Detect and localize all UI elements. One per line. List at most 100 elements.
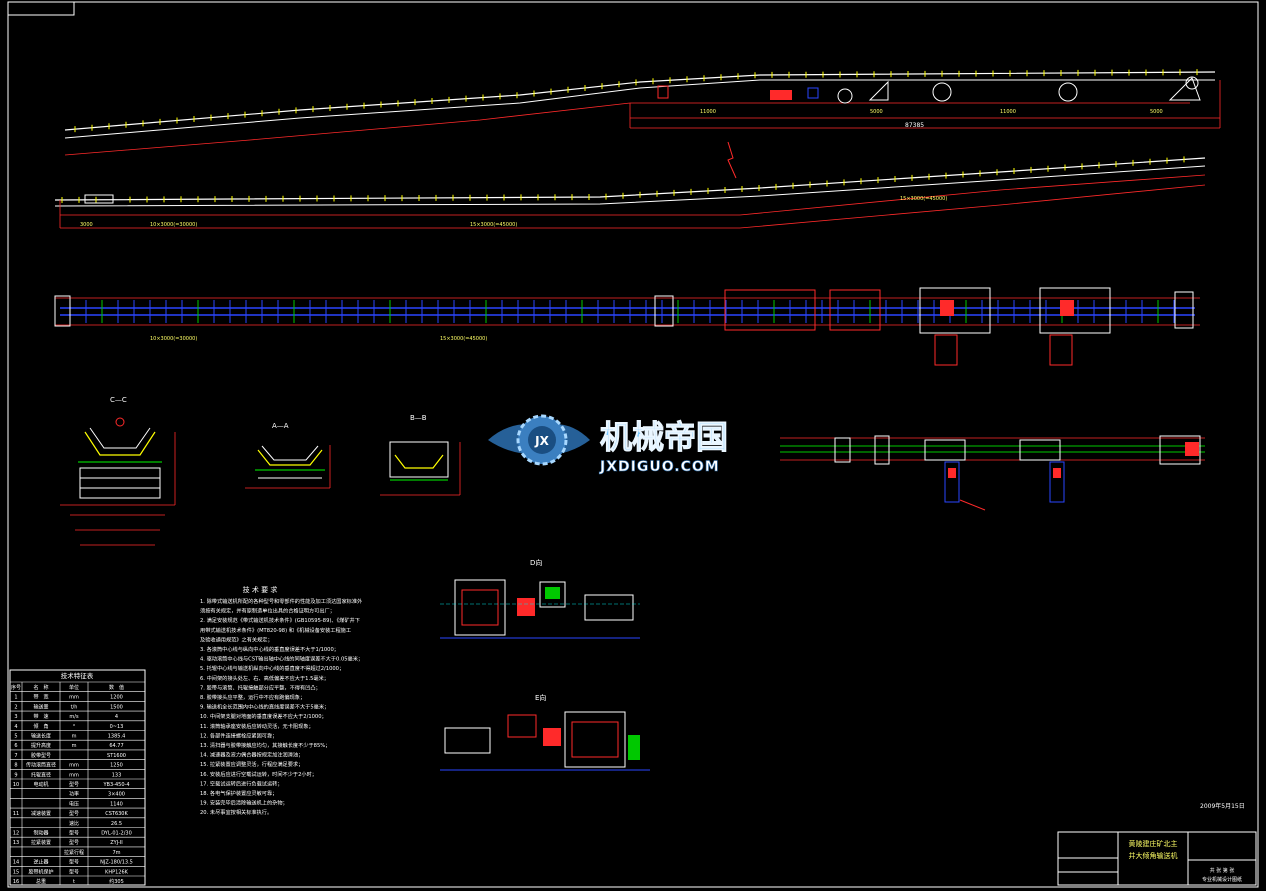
dim-seg-a: 3000 (80, 222, 93, 228)
spec-cell: 8 (14, 763, 17, 769)
spec-cell: KHP126K (105, 869, 129, 875)
spec-cell: 10 (13, 782, 19, 788)
drawing-name-line-1: 黄陵建庄矿北主 (1129, 839, 1178, 848)
dim-seg-c: 11000 (700, 109, 716, 115)
plan-dim-i: 15×3000(=45000) (440, 336, 487, 342)
spec-cell: 拉紧装置 (31, 839, 51, 846)
tech-req-line: 12. 各部件连接螺栓应紧固可靠； (200, 731, 277, 739)
spec-cell: 带 速 (33, 714, 48, 720)
watermark-title: 机械帝国 (600, 418, 728, 456)
spec-cell: 3 (14, 714, 17, 720)
dim-total-length: 87385 (905, 122, 924, 129)
gear-wing-emblem: JX (488, 414, 590, 466)
spec-cell: 带 宽 (33, 694, 48, 701)
spec-header-cell: 数 值 (109, 684, 124, 691)
spec-cell: DYL-01-2/30 (101, 831, 132, 837)
tech-req-title: 技 术 要 求 (243, 585, 278, 594)
spec-header-cell: 序号 (11, 684, 21, 691)
sheet-border (7, 1, 1259, 888)
sheet-number: 共 张 第 张 (1210, 867, 1235, 874)
spec-cell: 11 (13, 811, 19, 817)
spec-cell: 提升高度 (31, 742, 51, 749)
spec-cell: 1140 (110, 801, 123, 807)
spec-cell: 4 (115, 714, 118, 720)
tech-req-line: 13. 清扫器与胶带接触应均匀，其接触长度不少于85%； (200, 741, 330, 749)
spec-cell: 7 (14, 753, 17, 759)
spec-cell: 制动器 (33, 830, 48, 837)
date-note: 2009年5月15日 (1200, 802, 1245, 810)
elevation-upper: 87385 11000 11000 5000 5000 (64, 69, 1221, 156)
section-bb: B—B (380, 414, 461, 496)
spec-cell: 1385.4 (108, 734, 126, 740)
watermark: JX 机械帝国 JXDIGUO.COM (488, 414, 729, 475)
dim-seg-i-2: 15×3000(=45000) (900, 196, 947, 202)
dim-seg-h: 10×3000(=30000) (150, 222, 197, 228)
spec-cell: 9 (14, 772, 17, 778)
tech-req-line: 9. 输送机全长范围内中心线的直线度误差不大于5毫米； (200, 703, 329, 711)
spec-cell: 4 (14, 724, 17, 730)
section-aa-label: A—A (272, 422, 289, 430)
section-cc: C—C (60, 396, 176, 546)
tech-req-line: 14. 减速器及液力偶合器按规定加注润滑油； (200, 751, 303, 759)
watermark-url: JXDIGUO.COM (599, 459, 720, 475)
tech-req-line: 须按有关规定，并有原制造单位出具的合格证明方可出厂； (200, 607, 335, 615)
tech-req-line: 6. 中间架的接头处左、右、高低偏差不应大于1.5毫米； (200, 674, 329, 682)
spec-cell: 减速装置 (31, 810, 51, 817)
corner-label-box (7, 1, 75, 16)
spec-cell: 1500 (110, 704, 123, 710)
drive-station-plan (780, 435, 1205, 511)
spec-cell: 26.5 (111, 821, 122, 827)
spec-cell: 胶带机保护 (28, 868, 53, 875)
spec-header-cell: 名 称 (33, 684, 48, 691)
tech-req-line: 19. 安装完毕后清除输送机上的杂物； (200, 799, 288, 807)
spec-cell: 输送量 (33, 703, 48, 710)
plan-dim-h: 10×3000(=30000) (150, 336, 197, 342)
spec-cell: 型号 (69, 839, 79, 846)
tech-req-line: 16. 安装后应进行空载试运转，时间不少于2小时； (200, 770, 317, 778)
spec-cell: t/h (71, 704, 78, 710)
spec-cell: 2 (14, 704, 17, 710)
tech-req-line: 18. 各电气保护装置应灵敏可靠； (200, 789, 277, 797)
spec-cell: 倾 角 (33, 723, 48, 730)
title-block: 黄陵建庄矿北主 井大倾角输送机 共 张 第 张 专业机械设计图纸 (1057, 831, 1257, 886)
section-aa: A—A (245, 422, 331, 489)
spec-cell: 型号 (69, 859, 79, 866)
tech-req-line: 15. 拉紧装置应调整灵活，行程应满足要求； (200, 760, 303, 768)
dim-seg-d-2: 5000 (1150, 109, 1163, 115)
spec-cell: 托辊直径 (31, 771, 51, 778)
spec-cell: 0~13 (110, 724, 124, 730)
spec-cell: ° (73, 724, 76, 730)
spec-cell: 逆止器 (33, 859, 48, 866)
spec-cell: YB3-450-4 (103, 782, 130, 788)
spec-cell: m (72, 734, 77, 740)
spec-cell: 胶带型号 (31, 752, 51, 759)
tech-req-line: 及验收通用规范》之有关规定； (200, 635, 273, 643)
spec-cell: 5 (14, 734, 17, 740)
view-e-label: E向 (535, 693, 546, 702)
spec-cell: 12 (13, 831, 19, 837)
spec-header-cell: 单位 (69, 684, 79, 691)
tech-req-line: 8. 胶带接头应平整，运行中不应有跑偏现象； (200, 693, 305, 701)
spec-cell: 型号 (69, 830, 79, 837)
tech-req-line: 11. 滚筒轴承座安装后应转动灵活，无卡阻现象； (200, 722, 314, 730)
spec-cell: ST1600 (107, 753, 126, 759)
spec-cell: 电压 (69, 800, 79, 807)
spec-cell: 1 (14, 695, 17, 701)
spec-cell: 1200 (110, 695, 123, 701)
plan-view: 10×3000(=30000) 15×3000(=45000) (54, 287, 1200, 366)
spec-cell: 传动滚筒直径 (26, 762, 56, 769)
spec-cell: 约305 (109, 878, 124, 885)
view-e: E向 (440, 693, 650, 771)
spec-cell: m (72, 743, 77, 749)
spec-cell: 6 (14, 743, 17, 749)
emblem-text: JX (534, 434, 549, 448)
spec-cell: 型号 (69, 781, 79, 788)
drawing-name-line-2: 井大倾角输送机 (1129, 851, 1178, 860)
dim-seg-i: 15×3000(=45000) (470, 222, 517, 228)
dim-seg-d: 5000 (870, 109, 883, 115)
tech-req-line: 3. 各滚筒中心线与纵向中心线的垂直度误差不大于1/1000； (200, 645, 339, 653)
spec-cell: 型号 (69, 868, 79, 875)
tech-req-line: 2. 满足安装规范《带式输送机技术条件》(GB10595-89)、《煤矿井下 (200, 616, 360, 624)
view-d: D向 (440, 558, 640, 639)
